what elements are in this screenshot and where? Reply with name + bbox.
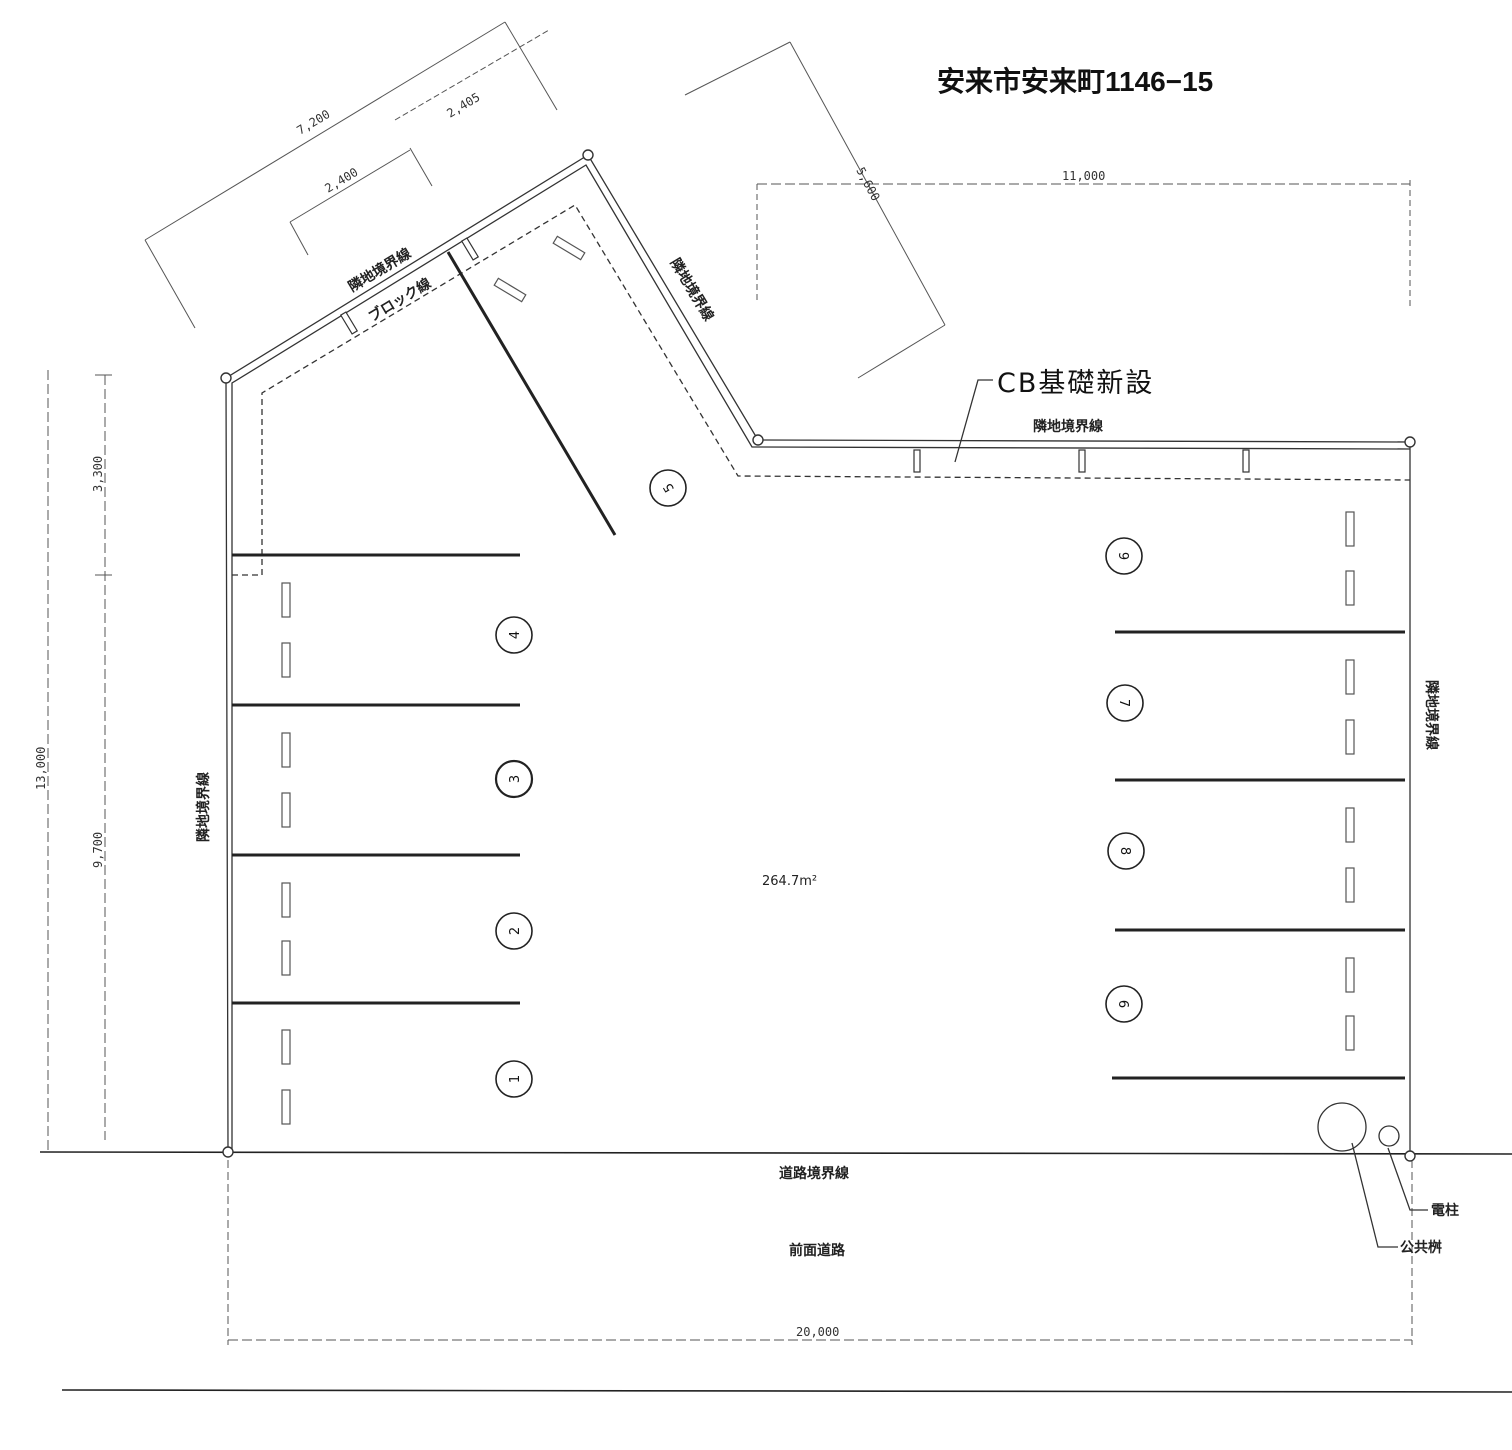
- svg-text:8: 8: [1117, 847, 1132, 855]
- stall-lines: [232, 251, 1405, 1080]
- address-title: 安来市安来町1146−15: [937, 65, 1213, 97]
- dim-11000: 11,000: [1062, 169, 1105, 183]
- label-boundary-top-right: 隣地境界線: [1033, 418, 1103, 435]
- block-line: [261, 204, 1411, 575]
- area-label: 264.7m²: [762, 874, 817, 889]
- space-5: 5: [649, 469, 687, 507]
- space-1: 1: [495, 1060, 533, 1098]
- label-road-boundary: 道路境界線: [779, 1165, 849, 1182]
- public-basin-icon: [1317, 1102, 1367, 1152]
- space-7: 7: [1106, 684, 1144, 722]
- label-boundary-left: 隣地境界線: [195, 772, 212, 842]
- space-2: 2: [495, 912, 533, 950]
- svg-text:7: 7: [1116, 699, 1131, 707]
- space-6: 6: [1105, 985, 1143, 1023]
- dim-13000: 13,000: [34, 747, 48, 790]
- dimension-lines: [47, 21, 1413, 1345]
- space-markers: 1 2 3 4 5 6 7 8 9: [494, 469, 1145, 1098]
- space-3: 3: [494, 759, 534, 799]
- property-boundary: [39, 154, 1512, 1393]
- dim-20000: 20,000: [796, 1325, 839, 1339]
- corner-markers: [220, 149, 1416, 1162]
- svg-text:6: 6: [1115, 1000, 1130, 1008]
- svg-text:1: 1: [508, 1075, 523, 1083]
- dim-7200: 7,200: [294, 107, 332, 138]
- space-4: 4: [495, 616, 533, 654]
- cb-ticks: [339, 237, 1250, 473]
- label-front-road: 前面道路: [789, 1242, 846, 1259]
- svg-text:9: 9: [1115, 552, 1130, 560]
- space-9: 9: [1105, 537, 1143, 575]
- cb-leader: [954, 379, 993, 463]
- utility-pole-icon: [1378, 1125, 1400, 1147]
- wheel-stops: [281, 235, 1355, 1125]
- svg-text:3: 3: [508, 775, 523, 783]
- label-boundary-right: 隣地境界線: [1423, 680, 1440, 750]
- dim-9700: 9,700: [91, 832, 105, 868]
- cb-note: CB基礎新設: [997, 368, 1154, 399]
- dim-2405: 2,405: [444, 90, 482, 121]
- svg-text:4: 4: [508, 631, 523, 639]
- label-public-basin: 公共桝: [1400, 1239, 1442, 1256]
- space-8: 8: [1107, 832, 1145, 870]
- svg-text:2: 2: [508, 927, 523, 935]
- dim-3300: 3,300: [91, 456, 105, 492]
- utilities: [1317, 1102, 1428, 1248]
- label-utility-pole: 電柱: [1431, 1202, 1459, 1219]
